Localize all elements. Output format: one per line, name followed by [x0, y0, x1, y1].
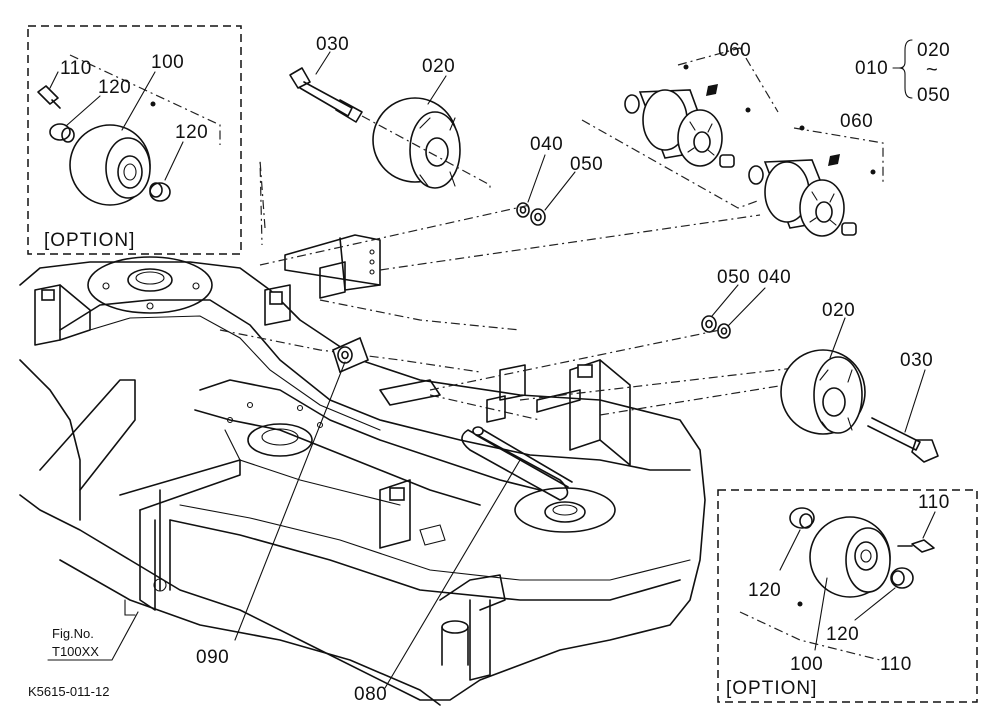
callout-120: 120	[826, 624, 859, 645]
washer-nut-top: 040 050	[259, 134, 761, 271]
option-caption: [OPTION]	[44, 230, 135, 251]
range-start: 020	[917, 40, 950, 61]
callout-090: 090	[196, 647, 229, 668]
callout-030: 030	[316, 34, 349, 55]
fig-no-label: Fig.No.	[52, 626, 94, 641]
callout-020: 020	[422, 56, 455, 77]
callout-110: 110	[918, 492, 950, 513]
option-caption: [OPTION]	[726, 678, 817, 699]
grease-nipple-icon	[37, 85, 61, 109]
callout-050: 050	[717, 267, 750, 288]
callout-050: 050	[570, 154, 603, 175]
callout-010: 010	[855, 58, 888, 79]
callout-080: 080	[354, 684, 387, 705]
callout-040: 040	[758, 267, 791, 288]
callout-060: 060	[840, 111, 873, 132]
callout-110: 110	[880, 654, 912, 675]
callout-120: 120	[748, 580, 781, 601]
bushing-090: 090	[196, 336, 370, 668]
callout-110: 110	[60, 58, 92, 79]
bolt-icon	[289, 67, 363, 123]
range-callout: 010 020 ~ 050	[855, 39, 950, 106]
gauge-wheel-icon	[809, 516, 891, 598]
roller-icon	[624, 84, 735, 168]
grease-nipple-icon	[897, 539, 935, 553]
roller-icon	[748, 154, 857, 237]
figure-info: Fig.No. T100XX K5615-011-12	[28, 611, 139, 699]
bushing-icon	[49, 123, 75, 143]
bushing-icon	[789, 507, 815, 529]
deck-brackets	[264, 234, 581, 423]
option-box-top-left: 110 100 120 120 [OPTION]	[27, 25, 242, 255]
drawing-code: K5615-011-12	[28, 684, 109, 699]
option-box-bottom-right: 110 120 120 100 110 [OPTION]	[717, 489, 978, 703]
range-tilde: ~	[926, 59, 938, 81]
range-end: 050	[917, 85, 950, 106]
gauge-wheel-icon	[780, 349, 866, 435]
callout-120: 120	[98, 77, 131, 98]
gauge-wheel-icon	[372, 97, 461, 189]
bolt-icon	[867, 417, 939, 463]
gauge-wheel-right-assembly: 050 040 020 030	[429, 267, 939, 463]
anti-scalp-rollers: 060 060	[581, 40, 884, 237]
callout-020: 020	[822, 300, 855, 321]
callout-030: 030	[900, 350, 933, 371]
callout-060: 060	[718, 40, 751, 61]
rod-080: 080	[354, 426, 573, 705]
bushing-icon	[149, 182, 171, 202]
bushing-icon	[890, 567, 914, 589]
callout-100: 100	[151, 52, 184, 73]
callout-100: 100	[790, 654, 823, 675]
gauge-wheel-top-assembly: 030 020	[289, 34, 491, 190]
gauge-wheel-icon	[69, 124, 151, 206]
callout-040: 040	[530, 134, 563, 155]
fig-no-value: T100XX	[52, 644, 99, 659]
callout-120: 120	[175, 122, 208, 143]
